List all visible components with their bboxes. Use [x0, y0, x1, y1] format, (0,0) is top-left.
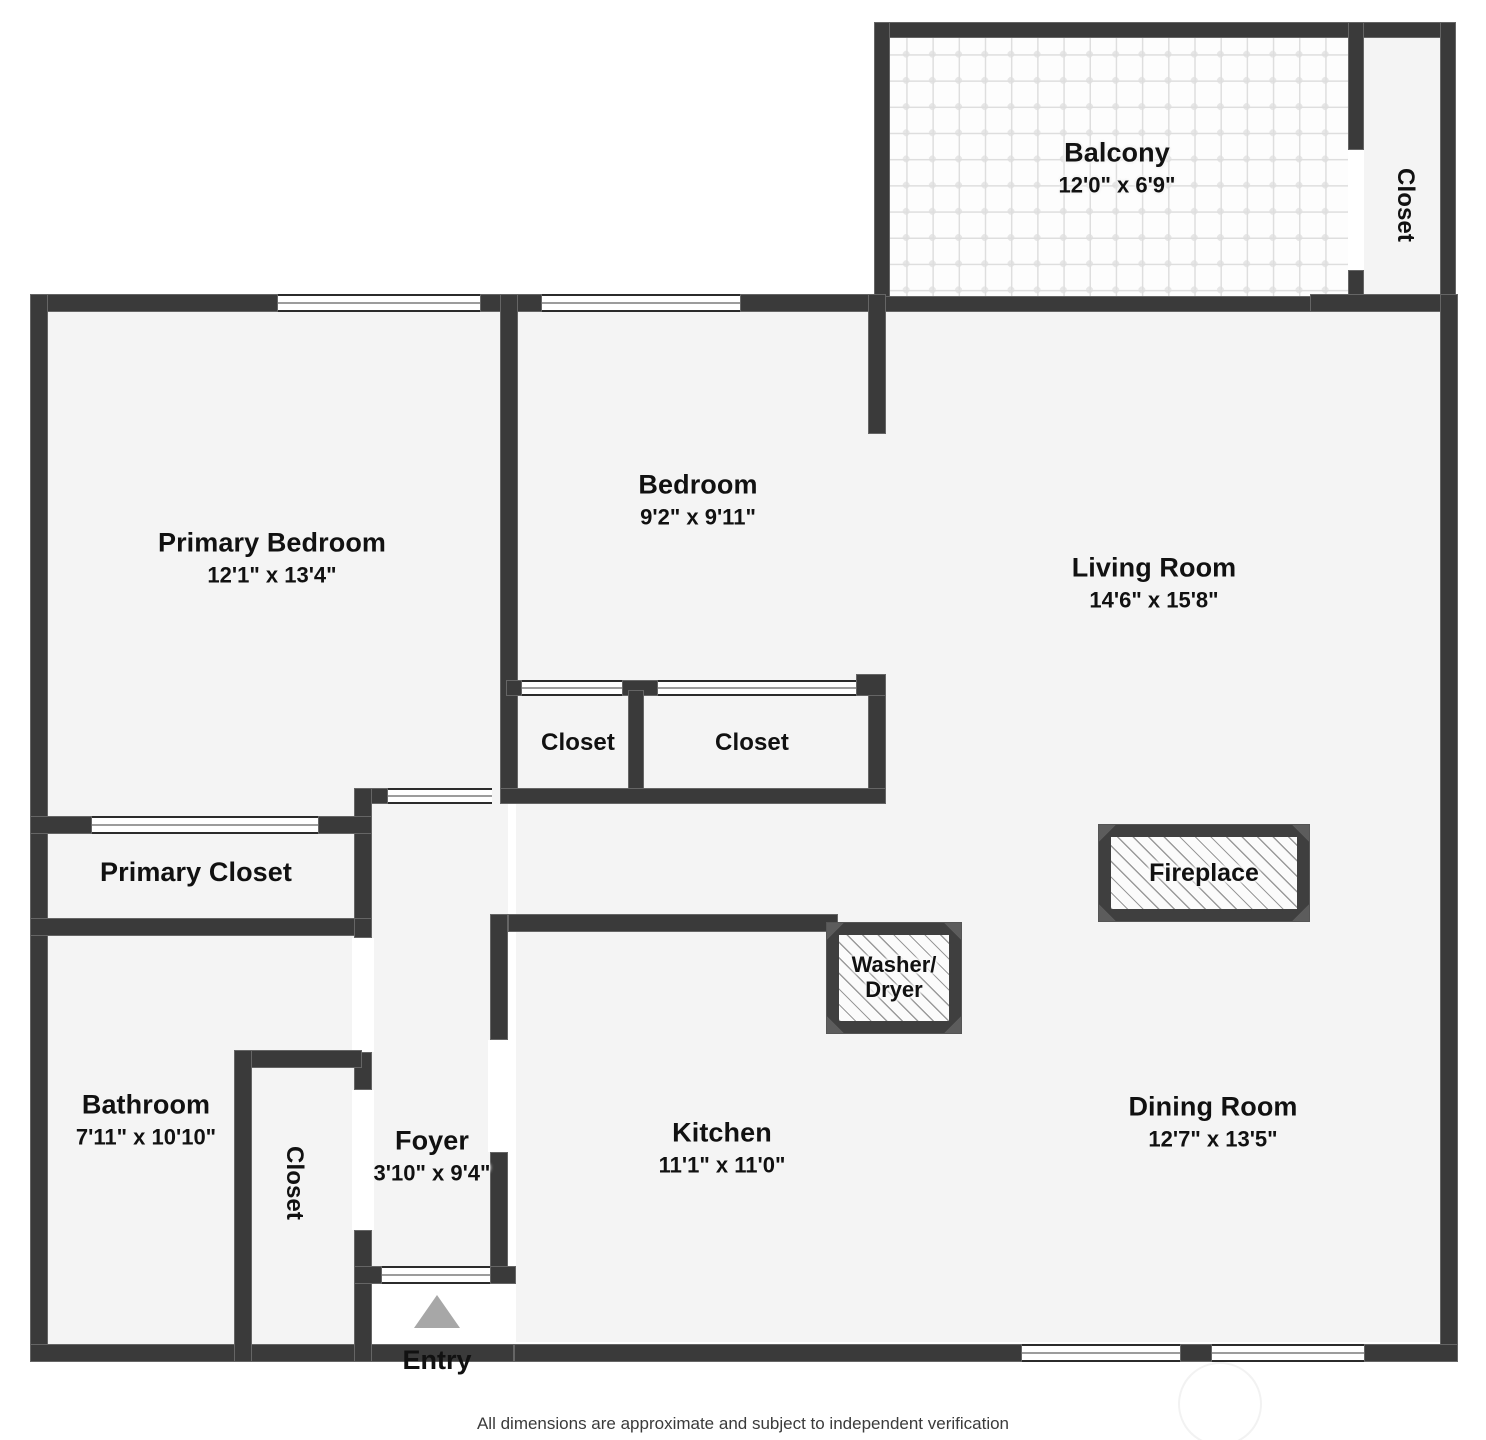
- wall-closets-top-left-stub: [506, 680, 522, 696]
- wall-bedroom-right-upper: [868, 294, 886, 434]
- closet-right-floor: [644, 690, 876, 794]
- wall-primary-bedroom-right: [500, 294, 518, 800]
- wall-outer-left-lower: [30, 822, 48, 1362]
- window-bedroom: [542, 294, 740, 312]
- wall-balcony-left: [874, 22, 890, 308]
- wall-kitchen-top: [508, 914, 838, 932]
- wall-primary-closet-top-right: [318, 816, 372, 834]
- wall-closet-balcony-left-upper: [1348, 22, 1364, 150]
- closet-foyer-floor: [240, 1056, 356, 1354]
- wall-foyer-closet-left: [234, 1050, 252, 1362]
- washer-dryer-label-line2: Dryer: [865, 977, 923, 1002]
- wall-bottom-right: [1364, 1344, 1458, 1362]
- wall-top-right: [1310, 294, 1456, 312]
- window-primary-bedroom: [278, 294, 480, 312]
- wall-primary-closet-bottom: [30, 918, 372, 936]
- wall-foyer-right-lower: [490, 1152, 508, 1274]
- door-opening-foyer-kitchen: [488, 1040, 510, 1152]
- primary-bedroom-floor: [42, 310, 500, 820]
- wall-foyer-bottom-right: [490, 1266, 516, 1284]
- washer-dryer-fixture: Washer/ Dryer: [826, 922, 962, 1034]
- balcony-floor: [880, 28, 1350, 308]
- entry-door: [382, 1266, 490, 1284]
- fireplace-fixture: Fireplace: [1098, 824, 1310, 922]
- wall-hall-left-upper: [354, 788, 372, 936]
- door-opening-bathroom: [352, 938, 374, 1052]
- wall-balcony-right: [1440, 22, 1456, 308]
- door-opening-foyer-closet: [352, 1090, 374, 1230]
- entry-arrow-up-icon: [414, 1295, 460, 1328]
- wall-closets-bottom: [500, 788, 886, 804]
- wall-outer-left-upper: [30, 294, 48, 822]
- window-dining-room-right: [1212, 1344, 1364, 1362]
- foyer-floor: [360, 800, 508, 1282]
- door-opening-closet-balcony: [1348, 150, 1364, 270]
- washer-dryer-label-line1: Washer/: [851, 952, 937, 978]
- wall-bottom-seg: [1180, 1344, 1212, 1362]
- wall-bottom-left: [30, 1344, 514, 1362]
- entry-label: Entry: [402, 1345, 472, 1375]
- primary-closet-floor: [42, 832, 354, 922]
- wall-outer-right: [1440, 294, 1458, 1362]
- door-hall-top: [388, 788, 492, 804]
- wall-balcony-bottom: [874, 296, 1320, 312]
- primary-closet-door: [92, 816, 318, 834]
- closet-left-door: [522, 680, 622, 696]
- wall-closet-divider: [628, 690, 644, 800]
- wall-bathroom-right-a: [354, 918, 372, 938]
- wall-foyer-closet-top: [234, 1050, 362, 1068]
- closet-left-floor: [522, 690, 628, 794]
- window-dining-room-left: [1022, 1344, 1180, 1362]
- wall-foyer-right-upper: [490, 914, 508, 1040]
- fireplace-label: Fireplace: [1149, 859, 1259, 887]
- closet-balcony-floor: [1362, 28, 1448, 308]
- closet-right-door: [658, 680, 856, 696]
- wall-balcony-top: [874, 22, 1456, 38]
- wall-primary-closet-top-stub: [30, 816, 92, 834]
- wall-closets-top-right-stub: [856, 674, 886, 696]
- wall-bottom-center: [514, 1344, 1022, 1362]
- wall-bathroom-right-c: [354, 1230, 372, 1362]
- wall-top-left-a: [30, 294, 278, 312]
- wall-foyer-bottom-left: [354, 1266, 382, 1284]
- logo-watermark: [1178, 1362, 1262, 1440]
- disclaimer-footer: All dimensions are approximate and subje…: [476, 1414, 1010, 1433]
- wall-top-center: [740, 294, 880, 312]
